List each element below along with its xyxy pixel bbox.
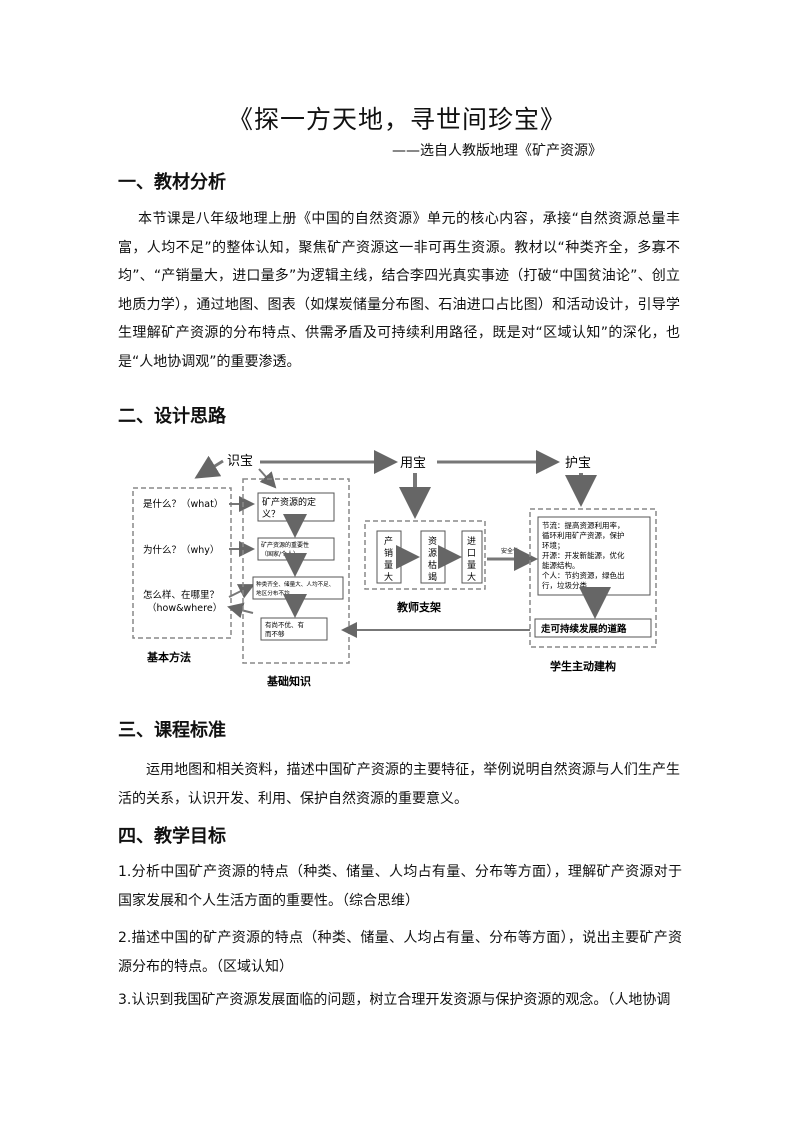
teacher-3-c3: 量 — [467, 560, 476, 571]
document-subtitle: ——选自人教版地理《矿产资源》 — [392, 143, 602, 159]
section-heading-standard: 三、课程标准 — [118, 720, 226, 741]
teacher-item-3 — [461, 530, 483, 584]
knowledge-text-3a: 种类齐全、储量大、人均不足、 — [256, 580, 334, 588]
label-yongbao: 用宝 — [400, 456, 426, 471]
method-box — [132, 487, 232, 639]
student-line-1: 节流：提高资源利用率， — [542, 520, 625, 530]
teacher-2-c1: 资 — [428, 536, 437, 547]
method-q4: （how&where） — [147, 602, 222, 614]
section-heading-analysis: 一、教材分析 — [118, 172, 226, 193]
knowledge-item-4 — [260, 617, 328, 641]
knowledge-box — [242, 478, 350, 664]
knowledge-text-1b: 义？ — [262, 509, 280, 520]
method-caption: 基本方法 — [146, 650, 191, 664]
teacher-1-c1: 产 — [384, 535, 393, 547]
teacher-3-c2: 口 — [467, 549, 476, 559]
student-strategies-box — [537, 516, 651, 596]
student-line-4: 开源：开发新能源，优化 — [542, 550, 625, 560]
method-q2: 为什么？（why） — [143, 544, 219, 556]
knowledge-text-1a: 矿产资源的定 — [262, 496, 316, 508]
method-q1: 是什么？（what） — [143, 498, 223, 510]
student-line-6: 个人：节约资源，绿色出 — [542, 570, 625, 580]
student-line-2: 循环利用矿产资源，保护 — [542, 530, 625, 540]
objective-item-2: 2.描述中国的矿产资源的特点（种类、储量、人均占有量、分布等方面），说出主要矿产… — [118, 930, 682, 975]
teacher-3-c4: 大 — [467, 571, 476, 583]
arrow-how — [228, 584, 255, 599]
method-q3: 怎么样、在哪里？ — [143, 589, 219, 601]
document-title: 《探一方天地，寻世间珍宝》 — [227, 105, 566, 134]
student-line-7: 行，垃圾分类 — [542, 580, 587, 590]
arrow-shibao-to-knowledge — [258, 468, 277, 489]
student-line-3: 环境； — [542, 540, 565, 550]
knowledge-text-4a: 有尚不优、有 — [265, 620, 305, 629]
teacher-caption: 教师支架 — [396, 600, 441, 614]
sustain-box — [534, 618, 652, 638]
label-shibao: 识宝 — [227, 454, 253, 469]
knowledge-text-4b: 而不够 — [265, 629, 285, 638]
knowledge-text-3b: 地区分布不均 — [256, 589, 290, 597]
teacher-2-c2: 源 — [428, 548, 437, 559]
student-box — [529, 508, 657, 648]
student-line-5: 能源结构。 — [542, 560, 580, 570]
security-label: 安全性 — [501, 547, 519, 555]
section-heading-design: 二、设计思路 — [118, 406, 226, 427]
section-heading-objectives: 四、教学目标 — [118, 826, 226, 847]
objective-item-3: 3.认识到我国矿产资源发展面临的问题，树立合理开发资源与保护资源的观念。（人地协… — [118, 992, 671, 1008]
knowledge-caption: 基础知识 — [266, 674, 311, 688]
standard-paragraph: 运用地图和相关资料，描述中国矿产资源的主要特征，举例说明自然资源与人们生产生活的… — [118, 762, 680, 807]
sustain-label: 走可持续发展的道路 — [540, 623, 627, 635]
analysis-paragraph: 本节课是八年级地理上册《中国的自然资源》单元的核心内容，承接“自然资源总量丰富，… — [118, 211, 680, 370]
teacher-3-c1: 进 — [467, 536, 476, 547]
knowledge-text-2b: （国家/个人） — [261, 550, 299, 558]
teacher-1-c3: 量 — [384, 560, 393, 571]
design-diagram: 识宝 用宝 护宝 是什么？（what） 为什么？（why） 怎么样、在哪里？ （… — [132, 450, 657, 688]
teacher-2-c4: 竭 — [428, 572, 437, 583]
label-hubao: 护宝 — [565, 456, 591, 471]
arrow-how2 — [227, 602, 254, 619]
knowledge-text-2a: 矿产资源的重要性 — [261, 541, 309, 549]
teacher-box — [364, 520, 486, 590]
teacher-1-c2: 销 — [384, 547, 393, 559]
objective-item-1: 1.分析中国矿产资源的特点（种类、储量、人均占有量、分布等方面），理解矿产资源对… — [118, 864, 682, 909]
teacher-2-c3: 枯 — [428, 559, 437, 571]
arrow-shibao-to-method — [194, 455, 224, 479]
teacher-item-2 — [420, 530, 446, 584]
teacher-1-c4: 大 — [384, 571, 393, 583]
student-caption: 学生主动建构 — [550, 659, 616, 673]
